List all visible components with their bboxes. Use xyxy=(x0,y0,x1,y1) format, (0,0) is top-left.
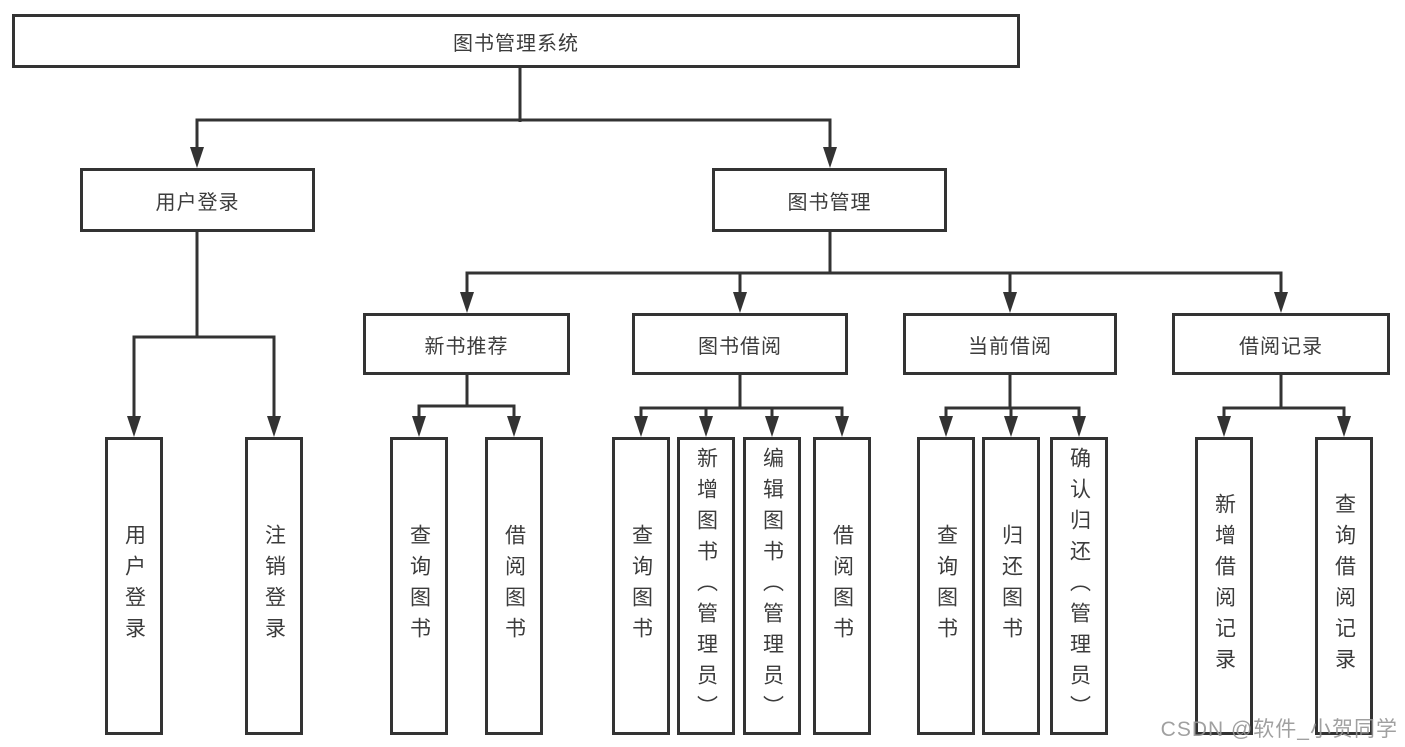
node-label: 用户登录 xyxy=(122,524,146,648)
node-label: 新书推荐 xyxy=(424,335,509,358)
arrowheads xyxy=(127,147,1351,437)
node-label: 编辑图书（管理员） xyxy=(760,446,784,726)
leaf-br-add-borrow-record: 新增借阅记录 xyxy=(1195,437,1253,735)
leaf-bb-borrow-books: 借阅图书 xyxy=(813,437,871,735)
node-current-borrow: 当前借阅 xyxy=(903,313,1117,375)
leaf-user-login: 用户登录 xyxy=(105,437,163,735)
node-book-borrow: 图书借阅 xyxy=(632,313,848,375)
node-new-book-recommend: 新书推荐 xyxy=(363,313,570,375)
node-borrow-record: 借阅记录 xyxy=(1172,313,1390,375)
csdn-watermark: CSDN @软件_小贺同学 xyxy=(1160,718,1398,741)
leaf-bb-edit-books-admin: 编辑图书（管理员） xyxy=(743,437,801,735)
leaf-nbr-query-books: 查询图书 xyxy=(390,437,448,735)
node-label: 图书管理 xyxy=(787,191,872,214)
leaf-cb-confirm-return-admin: 确认归还（管理员） xyxy=(1050,437,1108,735)
node-label: 图书借阅 xyxy=(698,335,782,358)
leaf-nbr-borrow-books: 借阅图书 xyxy=(485,437,543,735)
node-label: 新增借阅记录 xyxy=(1212,493,1236,679)
node-label: 借阅记录 xyxy=(1239,335,1323,358)
leaf-bb-add-books-admin: 新增图书（管理员） xyxy=(677,437,735,735)
node-label: 查询图书 xyxy=(407,524,431,648)
leaf-br-query-borrow-record: 查询借阅记录 xyxy=(1315,437,1373,735)
node-book-management-system: 图书管理系统 xyxy=(12,14,1020,68)
node-label: 借阅图书 xyxy=(502,524,526,648)
node-label: 新增图书（管理员） xyxy=(694,446,718,726)
node-label: 确认归还（管理员） xyxy=(1067,446,1091,726)
node-label: 图书管理系统 xyxy=(453,32,579,55)
leaf-logout-login: 注销登录 xyxy=(245,437,303,735)
node-book-management: 图书管理 xyxy=(712,168,947,232)
node-user-login: 用户登录 xyxy=(80,168,315,232)
node-label: 查询借阅记录 xyxy=(1332,493,1356,679)
node-label: 查询图书 xyxy=(934,524,958,648)
node-label: 查询图书 xyxy=(629,524,653,648)
node-label: 注销登录 xyxy=(262,524,286,648)
node-label: 当前借阅 xyxy=(968,335,1052,358)
node-label: 借阅图书 xyxy=(830,524,854,648)
node-label: 归还图书 xyxy=(999,524,1023,648)
leaf-cb-query-books: 查询图书 xyxy=(917,437,975,735)
leaf-bb-query-books: 查询图书 xyxy=(612,437,670,735)
node-label: 用户登录 xyxy=(155,191,240,214)
leaf-cb-return-books: 归还图书 xyxy=(982,437,1040,735)
